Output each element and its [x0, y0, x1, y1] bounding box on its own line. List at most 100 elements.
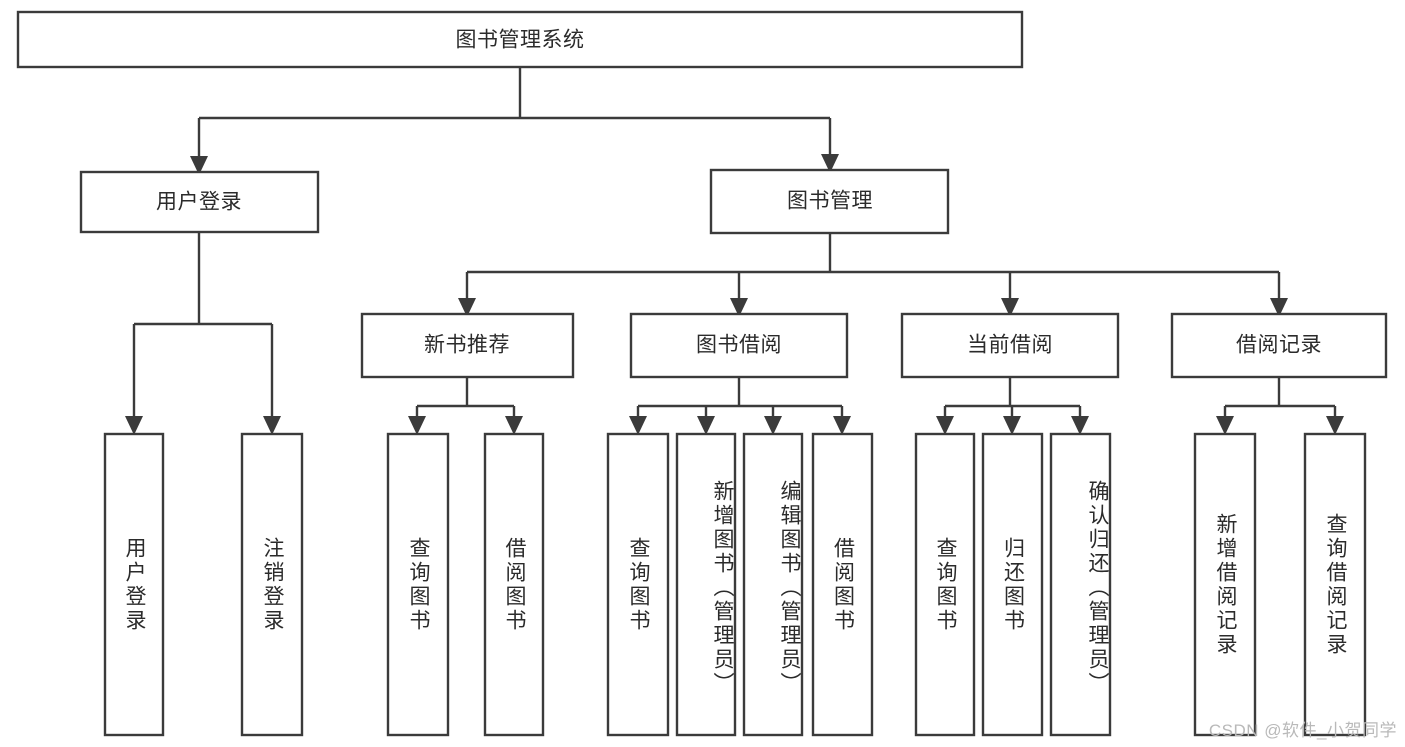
node-book-borrow-label: 图书借阅: [696, 334, 782, 357]
arrow-to-borrow-record: [1270, 298, 1288, 317]
node-leaf-borrow-book-1-box[interactable]: [483, 432, 545, 737]
node-leaf-borrow-book-2-box[interactable]: [811, 432, 874, 737]
arrow-to-leaf-confirm-return: [1071, 416, 1089, 435]
arrow-to-leaf-borrow-book-2: [833, 416, 851, 435]
node-leaf-query-record-box[interactable]: [1303, 432, 1367, 737]
node-leaf-borrow-book-2[interactable]: 借阅图书: [811, 432, 874, 737]
arrow-to-leaf-edit-book: [764, 416, 782, 435]
node-new-book-recommend-box[interactable]: [360, 312, 575, 379]
connector-new-book-recommend-to-leaves: [415, 377, 516, 418]
connector-borrow-record-to-leaves: [1223, 377, 1337, 418]
node-leaf-user-login-box[interactable]: [103, 432, 165, 737]
arrow-to-leaf-user-login: [125, 416, 143, 435]
node-new-book-recommend[interactable]: 新书推荐: [360, 312, 575, 379]
node-borrow-record-box[interactable]: [1170, 312, 1388, 379]
arrow-to-leaf-logout-login: [263, 416, 281, 435]
node-leaf-add-book-label: 新增图书（管理员）: [711, 479, 734, 696]
connector-root-to-level1: [197, 67, 832, 158]
node-book-borrow-box[interactable]: [629, 312, 849, 379]
node-leaf-query-book-3-label: 查询图书: [934, 536, 958, 633]
node-leaf-query-book-3[interactable]: 查询图书: [914, 432, 976, 737]
node-leaf-edit-book-text-wrap: 编辑图书（管理员）: [778, 479, 801, 696]
node-leaf-add-book-text-wrap: 新增图书（管理员）: [711, 479, 734, 696]
arrow-to-leaf-query-book-3: [936, 416, 954, 435]
arrow-to-leaf-return-book: [1003, 416, 1021, 435]
node-leaf-user-login-label: 用户登录: [123, 536, 147, 633]
node-leaf-query-book-1-text-wrap: 查询图书: [407, 536, 431, 633]
arrow-to-user-login: [190, 156, 208, 175]
node-leaf-logout-login[interactable]: 注销登录: [240, 432, 304, 737]
node-book-manage[interactable]: 图书管理: [709, 168, 950, 235]
node-current-borrow-label: 当前借阅: [967, 334, 1053, 357]
node-leaf-borrow-book-1-label: 借阅图书: [503, 536, 527, 633]
node-root-label: 图书管理系统: [456, 29, 585, 52]
arrow-to-current-borrow: [1001, 298, 1019, 317]
node-leaf-user-login[interactable]: 用户登录: [103, 432, 165, 737]
node-leaf-logout-login-text-wrap: 注销登录: [261, 536, 285, 633]
connector-book-borrow-to-leaves: [636, 377, 844, 418]
node-leaf-confirm-return-text-wrap: 确认归还（管理员）: [1086, 479, 1109, 696]
node-leaf-query-book-1-box[interactable]: [386, 432, 450, 737]
node-leaf-confirm-return-box[interactable]: [1049, 432, 1112, 737]
node-leaf-logout-login-label: 注销登录: [261, 536, 285, 633]
csdn-watermark: CSDN @软件_小贺同学: [1208, 721, 1397, 740]
node-leaf-user-login-text-wrap: 用户登录: [123, 536, 147, 633]
node-new-book-recommend-label: 新书推荐: [424, 334, 510, 357]
node-root-box[interactable]: [16, 10, 1024, 69]
node-leaf-borrow-book-2-label: 借阅图书: [831, 536, 855, 633]
node-book-manage-box[interactable]: [709, 168, 950, 235]
arrow-to-new-book-recommend: [458, 298, 476, 317]
connector-book-manage-to-level2: [465, 233, 1281, 300]
arrow-to-book-borrow: [730, 298, 748, 317]
node-book-manage-label: 图书管理: [787, 190, 873, 213]
node-leaf-return-book-box[interactable]: [981, 432, 1044, 737]
arrow-to-book-manage: [821, 154, 839, 173]
node-leaf-query-book-2[interactable]: 查询图书: [606, 432, 670, 737]
node-leaf-confirm-return[interactable]: 确认归还（管理员）: [1049, 432, 1112, 737]
node-leaf-add-record-text-wrap: 新增借阅记录: [1214, 512, 1238, 657]
node-leaf-query-book-1-label: 查询图书: [407, 536, 431, 633]
node-leaf-borrow-book-2-text-wrap: 借阅图书: [831, 536, 855, 633]
node-leaf-add-record-label: 新增借阅记录: [1214, 512, 1238, 657]
node-user-login[interactable]: 用户登录: [79, 170, 320, 234]
node-leaf-query-book-2-text-wrap: 查询图书: [627, 537, 650, 633]
connector-current-borrow-to-leaves: [943, 377, 1082, 418]
node-current-borrow-box[interactable]: [900, 312, 1120, 379]
node-user-login-box[interactable]: [79, 170, 320, 234]
arrow-to-leaf-add-book: [697, 416, 715, 435]
node-leaf-add-book[interactable]: 新增图书（管理员）: [675, 432, 737, 737]
node-leaf-return-book[interactable]: 归还图书: [981, 432, 1044, 737]
arrow-to-leaf-query-book-1: [408, 416, 426, 435]
node-leaf-query-record-label: 查询借阅记录: [1324, 512, 1348, 657]
node-leaf-confirm-return-label: 确认归还（管理员）: [1086, 479, 1109, 696]
connector-layer: [125, 67, 1344, 435]
node-borrow-record[interactable]: 借阅记录: [1170, 312, 1388, 379]
node-current-borrow[interactable]: 当前借阅: [900, 312, 1120, 379]
arrow-to-leaf-query-book-2: [629, 416, 647, 435]
node-leaf-logout-login-box[interactable]: [240, 432, 304, 737]
node-root[interactable]: 图书管理系统: [16, 10, 1024, 69]
node-leaf-query-book-3-box[interactable]: [914, 432, 976, 737]
node-leaf-query-book-1[interactable]: 查询图书: [386, 432, 450, 737]
node-book-borrow[interactable]: 图书借阅: [629, 312, 849, 379]
node-leaf-add-record-box[interactable]: [1193, 432, 1257, 737]
node-leaf-borrow-book-1-text-wrap: 借阅图书: [503, 536, 527, 633]
node-user-login-label: 用户登录: [156, 191, 242, 214]
node-leaf-query-record-text-wrap: 查询借阅记录: [1324, 512, 1348, 657]
node-leaf-query-record[interactable]: 查询借阅记录: [1303, 432, 1367, 737]
node-leaf-query-book-2-box[interactable]: [606, 432, 670, 737]
arrow-to-leaf-add-record: [1216, 416, 1234, 435]
connector-user-login-to-leaves: [132, 232, 274, 418]
node-leaf-add-book-box[interactable]: [675, 432, 737, 737]
node-borrow-record-label: 借阅记录: [1236, 334, 1322, 357]
node-leaf-return-book-text-wrap: 归还图书: [1001, 536, 1025, 633]
node-leaf-query-book-3-text-wrap: 查询图书: [934, 536, 958, 633]
node-leaf-edit-book-box[interactable]: [742, 432, 804, 737]
node-leaf-add-record[interactable]: 新增借阅记录: [1193, 432, 1257, 737]
node-leaf-edit-book-label: 编辑图书（管理员）: [778, 479, 801, 696]
node-leaf-edit-book[interactable]: 编辑图书（管理员）: [742, 432, 804, 737]
node-leaf-borrow-book-1[interactable]: 借阅图书: [483, 432, 545, 737]
node-leaf-return-book-label: 归还图书: [1001, 536, 1025, 633]
